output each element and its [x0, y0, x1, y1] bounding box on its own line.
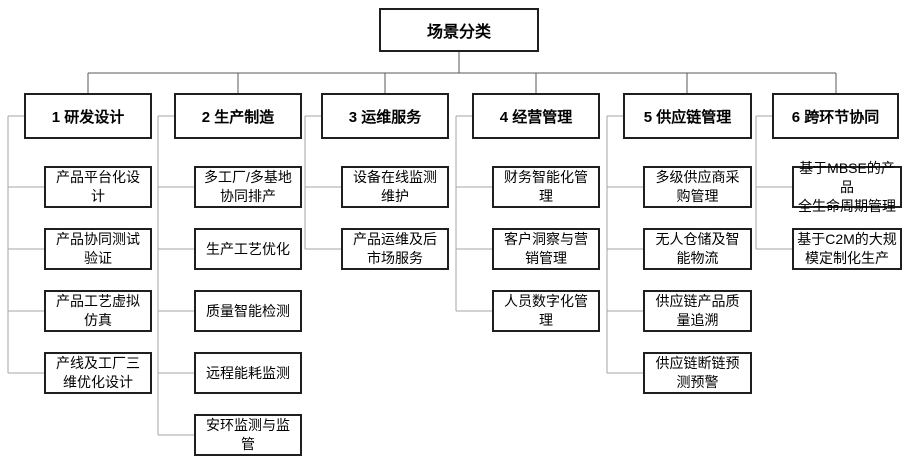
node-leaf-5-2: 无人仓储及智 能物流: [643, 228, 752, 270]
node-leaf-4-1: 财务智能化管 理: [492, 166, 600, 208]
node-leaf-1-3: 产品工艺虚拟 仿真: [44, 290, 152, 332]
node-category-6: 6 跨环节协同: [772, 93, 899, 139]
node-leaf-5-1: 多级供应商采 购管理: [643, 166, 752, 208]
node-leaf-2-4: 远程能耗监测: [194, 352, 302, 394]
node-leaf-3-2: 产品运维及后 市场服务: [341, 228, 449, 270]
node-leaf-2-5: 安环监测与监 管: [194, 414, 302, 456]
node-leaf-6-2: 基于C2M的大规 模定制化生产: [792, 228, 902, 270]
node-category-4: 4 经营管理: [472, 93, 600, 139]
node-leaf-3-1: 设备在线监测 维护: [341, 166, 449, 208]
node-root: 场景分类: [379, 8, 539, 52]
node-leaf-5-3: 供应链产品质 量追溯: [643, 290, 752, 332]
node-category-2: 2 生产制造: [174, 93, 302, 139]
node-leaf-2-3: 质量智能检测: [194, 290, 302, 332]
node-leaf-5-4: 供应链断链预 测预警: [643, 352, 752, 394]
node-leaf-1-1: 产品平台化设 计: [44, 166, 152, 208]
node-leaf-1-2: 产品协同测试 验证: [44, 228, 152, 270]
node-leaf-1-4: 产线及工厂三 维优化设计: [44, 352, 152, 394]
node-leaf-4-3: 人员数字化管 理: [492, 290, 600, 332]
node-leaf-2-2: 生产工艺优化: [194, 228, 302, 270]
node-leaf-6-1: 基于MBSE的产品 全生命周期管理: [792, 160, 902, 214]
node-category-3: 3 运维服务: [321, 93, 449, 139]
node-leaf-2-1: 多工厂/多基地 协同排产: [194, 166, 302, 208]
node-leaf-4-2: 客户洞察与营 销管理: [492, 228, 600, 270]
node-category-5: 5 供应链管理: [623, 93, 752, 139]
node-category-1: 1 研发设计: [24, 93, 152, 139]
